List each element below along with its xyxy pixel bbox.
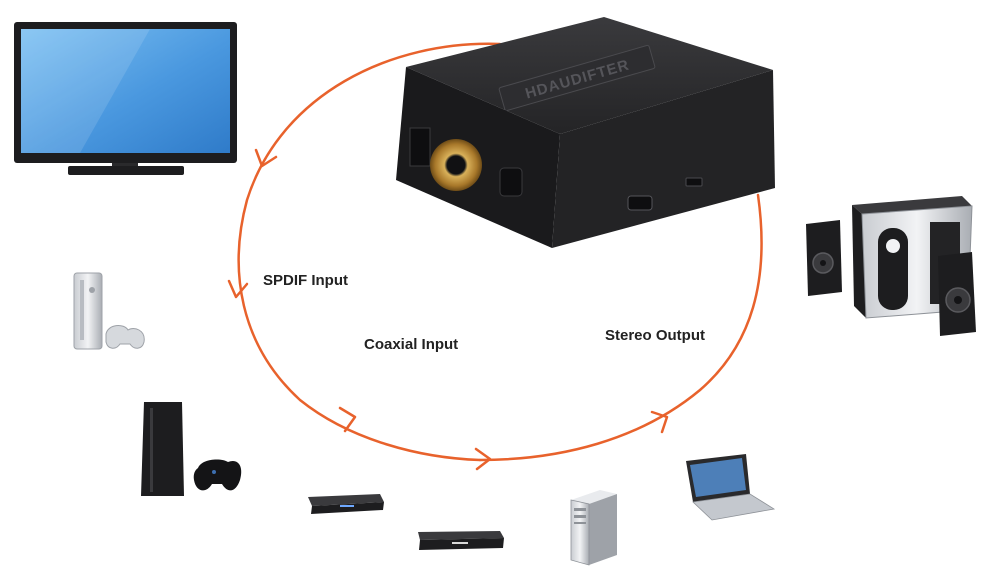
disc-player-icon <box>418 531 504 550</box>
converter-right-face <box>552 70 775 248</box>
stereo-output-label: Stereo Output <box>605 327 705 344</box>
arrowhead-icon <box>338 406 357 433</box>
arrowhead-icon <box>474 447 492 471</box>
flow-arrowheads <box>227 148 669 471</box>
coaxial-input-label: Coaxial Input <box>364 336 459 353</box>
pc-tower-icon <box>570 490 617 566</box>
game-console-icon <box>73 272 145 350</box>
tv-icon <box>14 22 237 175</box>
flow-arc-left <box>237 42 502 462</box>
arrowhead-icon <box>650 410 669 434</box>
stereo-out-port-icon <box>627 195 653 211</box>
converter-box: HDAUDIFTER <box>396 17 775 248</box>
power-port-icon <box>499 167 523 197</box>
disc-player-icon <box>308 494 384 514</box>
arrowhead-icon <box>227 279 249 299</box>
speaker-icon <box>806 196 976 336</box>
arrowhead-icon <box>254 148 278 168</box>
signal-flow-loop <box>237 42 763 462</box>
flow-arc-right <box>478 193 763 462</box>
spdif-input-label: SPDIF Input <box>263 272 348 289</box>
game-console-icon <box>141 402 242 496</box>
laptop-icon <box>686 454 776 521</box>
coaxial-port-icon <box>430 139 482 191</box>
optical-port-icon <box>409 127 431 167</box>
switch-icon <box>685 177 703 187</box>
